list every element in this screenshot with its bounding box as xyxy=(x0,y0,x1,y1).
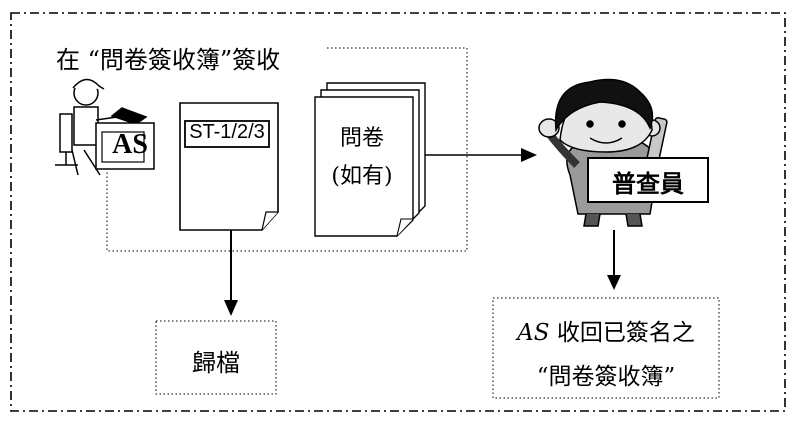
enumerator-label: 普查員 xyxy=(612,169,684,198)
enumerator-cartoon-icon xyxy=(538,78,668,227)
return-note-as: AS xyxy=(517,320,550,346)
arrowhead-file xyxy=(224,300,238,316)
st-document-icon xyxy=(179,102,279,231)
return-note-box xyxy=(492,297,720,399)
st-label-box xyxy=(184,120,270,148)
arrowhead-enumerator xyxy=(521,148,537,162)
enumerator-label-box xyxy=(587,157,709,203)
questionnaire-if-any: (如有) xyxy=(331,164,393,189)
outer-border xyxy=(10,12,786,412)
clerk-at-desk-icon xyxy=(55,78,155,176)
questionnaire-stack-icon xyxy=(314,82,426,237)
group-box xyxy=(106,47,468,252)
file-label: 歸檔 xyxy=(192,349,240,377)
return-note-line2: “問卷簽收簿” xyxy=(536,364,676,390)
arrowhead-return xyxy=(607,275,621,290)
return-note-line1: AS 收回已簽名之 xyxy=(493,313,719,347)
file-box xyxy=(155,320,277,395)
questionnaire-label: 問卷 xyxy=(339,126,384,151)
sign-in-title: 在 “問卷簽收簿”簽收 xyxy=(56,46,281,74)
st-form-label: ST-1/2/3 xyxy=(189,121,265,143)
return-note-line1-text: 收回已簽名之 xyxy=(549,320,695,346)
as-badge: AS xyxy=(112,129,148,160)
